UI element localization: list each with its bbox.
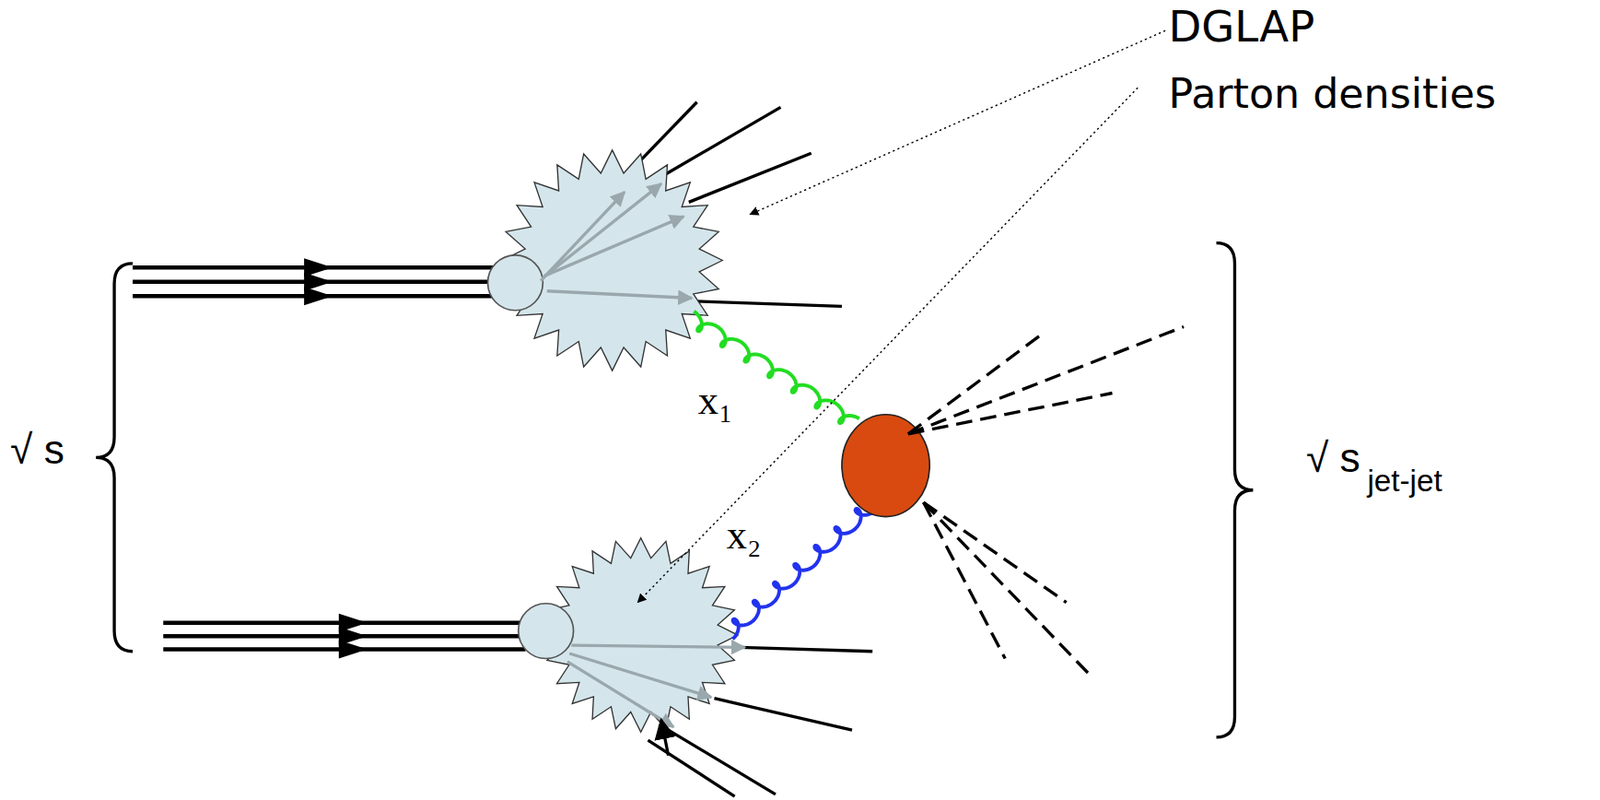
remnant-line bbox=[713, 698, 853, 730]
annotation-text: DGLAP bbox=[1167, 6, 1315, 50]
front-layer bbox=[95, 30, 1253, 756]
gluon-green bbox=[693, 311, 859, 423]
jet-line bbox=[923, 502, 1067, 603]
momentum-fraction: x₂ bbox=[726, 513, 762, 555]
jet-line bbox=[923, 502, 1006, 658]
remnant-line bbox=[693, 301, 842, 307]
leader-line bbox=[637, 87, 1138, 602]
parton-arrow bbox=[545, 216, 685, 276]
jet-line bbox=[923, 502, 1093, 677]
remnant-line bbox=[739, 646, 873, 651]
energy-label: √ s bbox=[1306, 436, 1361, 478]
leader-line bbox=[749, 30, 1166, 214]
middle-layer bbox=[488, 150, 746, 732]
jet-line bbox=[908, 393, 1113, 434]
remnant-line bbox=[689, 152, 812, 202]
proton-arrow bbox=[303, 286, 333, 305]
parton-blob bbox=[502, 150, 723, 371]
brace-right bbox=[1215, 243, 1253, 737]
parton-arrow bbox=[571, 644, 745, 647]
remnant-line bbox=[663, 106, 781, 176]
background-layer bbox=[132, 102, 873, 796]
annotation-text: Parton densities bbox=[1167, 73, 1496, 115]
proton-circle bbox=[488, 255, 544, 311]
energy-subscript: jet-jet bbox=[1366, 465, 1442, 496]
energy-label: √ s bbox=[10, 428, 65, 469]
jet-line bbox=[908, 334, 1041, 433]
proton-circle bbox=[518, 603, 574, 659]
parton-arrow bbox=[567, 661, 674, 727]
jet-line bbox=[908, 326, 1184, 433]
brace-left bbox=[95, 263, 133, 652]
parton-arrow bbox=[542, 183, 662, 278]
proton-arrow bbox=[303, 257, 333, 277]
proton-arrow bbox=[303, 272, 333, 292]
parton-arrow bbox=[547, 291, 692, 299]
small-arrow bbox=[661, 719, 669, 756]
proton-arrow bbox=[338, 640, 368, 659]
remnant-line bbox=[647, 739, 735, 796]
momentum-fraction: x₁ bbox=[698, 379, 734, 421]
